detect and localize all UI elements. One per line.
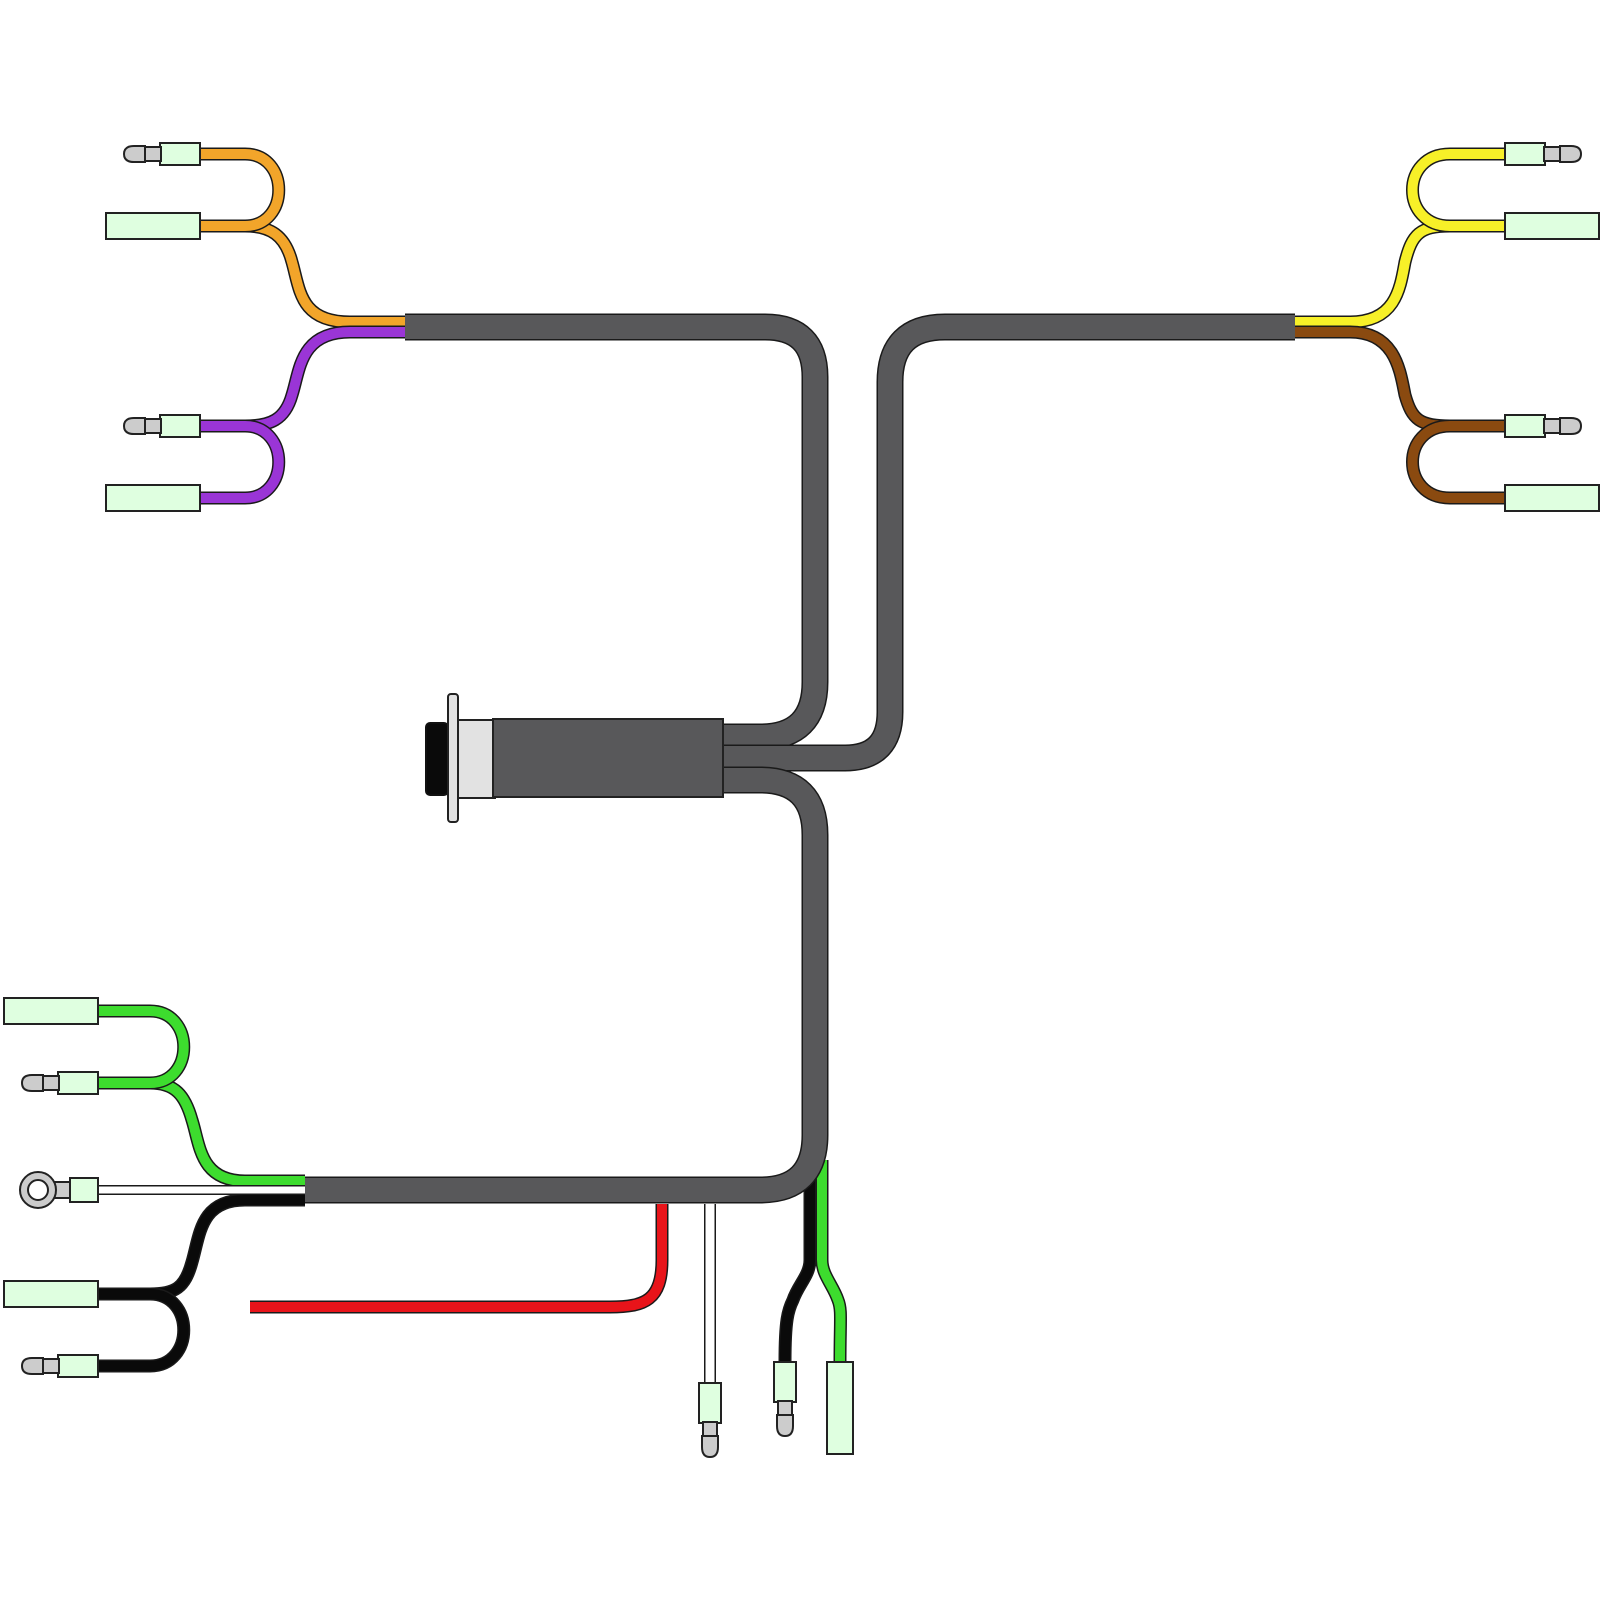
terminal-white-ring[interactable]	[19, 1171, 99, 1209]
terminals-layer	[3, 142, 1600, 1459]
wire-orange-a-outline	[200, 219, 405, 329]
terminal-purple-flat[interactable]	[105, 484, 201, 512]
flat-receptacle-sleeve	[1504, 212, 1600, 240]
sheath-upper-left[interactable]	[405, 315, 827, 749]
bullet-sleeve	[698, 1382, 722, 1424]
terminal-black-bullet[interactable]	[20, 1354, 99, 1378]
bullet-pin-neck	[42, 1358, 60, 1374]
bullet-sleeve	[1504, 414, 1546, 438]
flat-receptacle-sleeve	[3, 1280, 99, 1308]
terminal-black-flat[interactable]	[3, 1280, 99, 1308]
bullet-pin-tip	[20, 1357, 44, 1375]
wire-green-drop[interactable]	[817, 1160, 846, 1363]
connector-flange	[447, 693, 459, 823]
bullet-pin-tip	[122, 417, 146, 435]
sheath-lower[interactable]	[305, 768, 827, 1202]
wires-layer	[98, 147, 1506, 1383]
bullet-sleeve	[1504, 142, 1546, 166]
connector-cap	[425, 722, 449, 796]
wire-black-b[interactable]	[98, 1289, 189, 1371]
main-connector[interactable]	[425, 693, 724, 823]
wire-red[interactable]	[250, 1204, 667, 1312]
bullet-sleeve	[773, 1361, 797, 1403]
bullet-pin-neck	[1543, 146, 1561, 162]
sheath-upper-left-outline	[405, 313, 829, 751]
wire-orange-b[interactable]	[200, 149, 284, 231]
wire-yellow-a[interactable]	[1295, 221, 1505, 327]
bullet-pin-neck	[702, 1421, 718, 1437]
bullet-pin-neck	[42, 1075, 60, 1091]
bullet-pin-tip	[122, 145, 146, 163]
bullet-pin-neck	[777, 1400, 793, 1416]
wire-purple-a-outline	[200, 325, 405, 433]
terminal-green-bullet[interactable]	[20, 1071, 99, 1095]
flat-receptacle-sleeve	[826, 1361, 854, 1455]
terminal-black-drop-bullet[interactable]	[773, 1361, 797, 1438]
terminal-orange-flat[interactable]	[105, 212, 201, 240]
terminal-brown-flat[interactable]	[1504, 484, 1600, 512]
bullet-pin-tip	[20, 1074, 44, 1092]
flat-receptacle-sleeve	[105, 212, 201, 240]
wire-green-a-outline	[98, 1076, 305, 1188]
connector-collar	[454, 719, 496, 799]
terminal-white-drop-bullet[interactable]	[698, 1382, 722, 1459]
ring-hole	[27, 1179, 49, 1201]
terminal-yellow-flat[interactable]	[1504, 212, 1600, 240]
bullet-sleeve	[159, 142, 201, 166]
flat-receptacle-sleeve	[105, 484, 201, 512]
flat-receptacle-sleeve	[1504, 484, 1600, 512]
terminal-purple-bullet[interactable]	[122, 414, 201, 438]
bullet-pin-tip	[1559, 145, 1583, 163]
bullet-pin-neck	[144, 418, 162, 434]
wire-red-outline	[250, 1204, 669, 1314]
bullet-pin-neck	[144, 146, 162, 162]
wire-black-a-outline	[98, 1193, 305, 1301]
terminal-green-drop-flat[interactable]	[826, 1361, 854, 1455]
wire-purple-b[interactable]	[200, 421, 284, 503]
sheaths-layer	[305, 313, 1295, 1204]
wire-brown-b[interactable]	[1407, 421, 1506, 503]
bullet-sleeve	[57, 1071, 99, 1095]
flat-receptacle-sleeve	[3, 997, 99, 1025]
bullet-pin-tip	[776, 1414, 794, 1438]
bullet-pin-neck	[1543, 418, 1561, 434]
terminal-brown-bullet[interactable]	[1504, 414, 1583, 438]
connector-body	[492, 718, 724, 798]
sheath-lower-outline	[305, 766, 829, 1204]
wire-brown-a[interactable]	[1295, 327, 1505, 431]
bullet-sleeve	[57, 1354, 99, 1378]
wire-black-drop[interactable]	[780, 1172, 815, 1363]
bullet-sleeve	[159, 414, 201, 438]
bullet-pin-tip	[1559, 417, 1583, 435]
wire-yellow-b[interactable]	[1407, 149, 1506, 231]
sheath-upper-right[interactable]	[720, 315, 1295, 770]
wire-green-b[interactable]	[98, 1006, 189, 1088]
bullet-pin-tip	[701, 1435, 719, 1459]
ring-sleeve	[69, 1177, 99, 1203]
terminal-yellow-bullet[interactable]	[1504, 142, 1583, 166]
terminal-green-flat[interactable]	[3, 997, 99, 1025]
terminal-orange-bullet[interactable]	[122, 142, 201, 166]
